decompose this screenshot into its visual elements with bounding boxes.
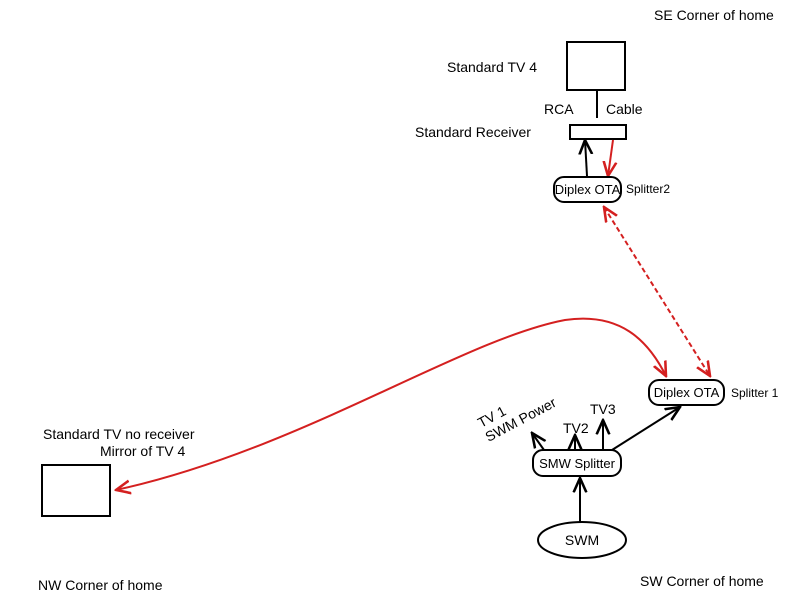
tv-no-receiver-label: Standard TV no receiver [43,426,195,442]
smw-splitter-label: SMW Splitter [539,456,616,471]
tv3-label: TV3 [590,401,616,417]
splitter2-to-receiver-arrow [585,140,587,177]
tv2-label: TV2 [563,420,589,436]
red-cable-to-nw-tv [116,317,666,490]
standard-receiver [569,124,627,140]
tv1-rotated-labels: TV 1 SWM Power [475,394,559,445]
splitter2-box [553,176,622,203]
splitter-link-dashed-red [604,207,710,376]
nw-corner-label: NW Corner of home [38,577,163,593]
se-corner-label: SE Corner of home [654,7,774,23]
receiver-to-splitter2-red-arrow [608,139,613,176]
nw-tv-screen [41,464,111,517]
receiver-label: Standard Receiver [415,124,531,140]
tv4-screen [566,41,626,91]
tv4-label: Standard TV 4 [447,59,537,75]
swm-label: SWM [565,532,599,548]
smw-splitter-box [532,449,622,477]
splitter1-box-text: Diplex OTA [654,385,720,400]
splitter2-label: Splitter2 [626,182,670,196]
sw-corner-label: SW Corner of home [640,573,764,589]
rca-label: RCA [544,101,574,117]
swm-ellipse [537,521,627,559]
tv1-output-arrow [532,433,544,451]
splitter2-box-text: Diplex OTA [555,182,621,197]
splitter1-label: Splitter 1 [731,386,779,400]
cable-label: Cable [606,101,643,117]
smw-to-splitter1-arrow [611,407,680,451]
mirror-tv4-label: Mirror of TV 4 [100,443,186,459]
